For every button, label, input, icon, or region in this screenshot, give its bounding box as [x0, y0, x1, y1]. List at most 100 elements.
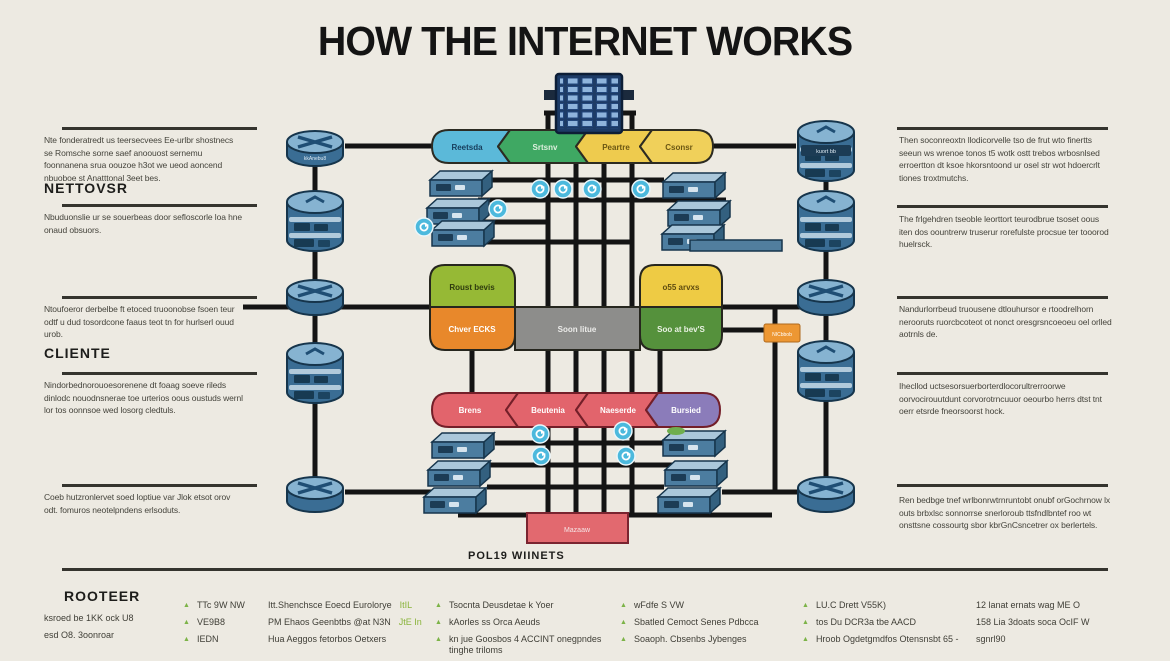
top-banner-segment-4 [639, 129, 714, 164]
legend-text: Hua Aeggos fetorbos Oetxers [268, 634, 387, 644]
legend-item: ▲ kn jue Goosbos 4 ACCINT onegpndes tingh… [435, 634, 613, 656]
legend-item: ▲LU.C Drett V55K) [802, 600, 959, 611]
bullet-triangle-icon: ▲ [620, 636, 627, 643]
server-icon [423, 487, 487, 514]
left-paragraph-2: Nbuduonslie ur se souerbeas door seflosc… [44, 212, 242, 235]
server-icon [431, 220, 495, 247]
left-paragraph-4: Nindorbednorouoesorenene dt foaag soeve … [44, 380, 243, 415]
legend-tail: ItIL [399, 600, 413, 610]
node-icon [613, 421, 633, 441]
mid-left-top-label: Roust bevis [449, 283, 495, 292]
bottom-banner-segment-1 [431, 392, 519, 428]
legend-text: Hroob Ogdetgmdfos Otensnsbt 65 - [815, 634, 959, 644]
mainframe-icon [544, 72, 634, 135]
bullet-triangle-icon: ▲ [183, 636, 190, 643]
rack-knob-right [622, 90, 634, 100]
legend-text: LU.C Drett V55K) [815, 600, 886, 610]
router-label: kkAnebu8 [304, 156, 326, 162]
bullet-triangle-icon: ▲ [620, 602, 627, 609]
node-icon [488, 199, 508, 219]
top-banner-labels: Reetsda Srtsnv Peartre Csonsr [451, 143, 692, 152]
bullet-triangle-icon: ▲ [435, 636, 442, 643]
top-banner-label-4: Csonsr [665, 143, 693, 152]
page-title: HOW THE INTERNET WORKS [317, 18, 853, 64]
legend-text: Tsocnta Deusdetae k Yoer [448, 600, 554, 610]
legend-text: 158 Lia 3doats soca OcIF W [976, 617, 1090, 627]
server-icon [667, 200, 731, 227]
legend-item: PM Ehaos Geenbtbs @at N3N JtE In [268, 617, 428, 628]
legend-text: TTc 9W NW [196, 600, 245, 610]
legend-text: Sbatled Cemoct Senes Pdbcca [633, 617, 759, 627]
legend-item: esd O8. 3oonroar [44, 630, 134, 641]
legend-item: ▲ TTc 9W NW [183, 600, 245, 611]
legend-column-1: ksroed be 1KK ock U8 esd O8. 3oonroar [44, 613, 134, 641]
right-paragraph-2: The frlgehdren tseoble leorttort teurodb… [899, 214, 1109, 249]
server-icon [662, 172, 726, 199]
orange-tag-label: NICbbob [772, 332, 792, 338]
legend-text: kAorles ss Orca Aeuds [448, 617, 540, 627]
legend-text: PM Ehaos Geenbtbs @at N3N [268, 617, 391, 627]
node-icon [631, 179, 651, 199]
legend-text: tos Du DCR3a tbe AACD [815, 617, 916, 627]
center-bar-label: Soon litue [558, 325, 597, 334]
top-banner-label-1: Reetsda [451, 143, 483, 152]
footer-divider [62, 568, 1108, 571]
mid-right-bottom-label: Soo at bev'S [657, 325, 705, 334]
mid-right-top-label: o55 arvxs [663, 283, 700, 292]
divider [62, 484, 257, 487]
legend-column-7: 12 lanat ernats wag ME O 158 Lia 3doats … [976, 600, 1090, 645]
orange-tag [763, 323, 801, 343]
node-icon [582, 179, 602, 199]
middle-boxes [429, 264, 723, 351]
legend-text: kn jue Goosbos 4 ACCINT onegpndes tinghe… [448, 634, 602, 655]
database-icon [285, 341, 345, 405]
legend-item: ▲VE9B8 [183, 617, 245, 628]
stack-label-band [801, 145, 851, 156]
router-icon [285, 475, 345, 514]
legend-text: wFdfe S VW [633, 600, 684, 610]
server-icon [662, 430, 726, 457]
legend-column-5: ▲wFdfe S VW ▲Sbatled Cemoct Senes Pdbcca… [620, 600, 759, 645]
legend-item: ▲kAorles ss Orca Aeuds [435, 617, 613, 628]
server-icon [427, 460, 491, 487]
database-icon [796, 339, 856, 403]
legend-item: ksroed be 1KK ock U8 [44, 613, 134, 624]
top-banner-label-3: Peartre [602, 143, 630, 152]
divider [897, 205, 1108, 208]
legend-tail: JtE In [398, 617, 422, 627]
legend-item: ▲ Tsocnta Deusdetae k Yoer [435, 600, 613, 611]
legend-item: ▲IEDN [183, 634, 245, 645]
server-icon [431, 432, 495, 459]
bullet-triangle-icon: ▲ [183, 602, 190, 609]
legend-header: ROOTEER [64, 588, 141, 604]
node-icon [530, 424, 550, 444]
legend-column-4: ▲Tsocnta Deusdetae k Yoer ▲kAorles ss Or… [435, 600, 613, 656]
legend-item: ▲ wFdfe S VW [620, 600, 759, 611]
bullet-triangle-icon: ▲ [435, 602, 442, 609]
left-paragraph-3: Ntoufoeror derbelbe ft etoced truoonobse… [44, 304, 235, 339]
top-banner-label-2: Srtsnv [533, 143, 558, 152]
divider [62, 127, 257, 130]
database-icon [796, 189, 856, 253]
bullet-triangle-icon: ▲ [183, 619, 190, 626]
database-icon [285, 189, 345, 253]
bullet-triangle-icon: ▲ [802, 619, 809, 626]
legend-item: Hua Aeggos fetorbos Oetxers [268, 634, 428, 645]
legend-item: 158 Lia 3doats soca OcIF W [976, 617, 1090, 628]
legend-item: ▲ tos Du DCR3a tbe AACD [802, 617, 959, 628]
right-paragraph-5: Ren bedbge tnef wrlbonrwtrnruntobt onubf… [899, 495, 1111, 530]
divider [62, 372, 257, 375]
server-icon [664, 460, 728, 487]
legend-item: ▲Sbatled Cemoct Senes Pdbcca [620, 617, 759, 628]
legend-text: ksroed be 1KK ock U8 [44, 613, 134, 623]
right-paragraph-4: Ihecllod uctsesorsuerborterdlocorultrerr… [899, 381, 1102, 416]
router-icon [796, 475, 856, 514]
mid-left-box-top [429, 264, 516, 308]
bottom-banner-label-4: Bursied [671, 406, 701, 415]
node-icon [616, 446, 636, 466]
legend-text: Soaoph. Cbsenbs Jybenges [633, 634, 747, 644]
mid-left-bottom-label: Chver ECKS [448, 325, 496, 334]
